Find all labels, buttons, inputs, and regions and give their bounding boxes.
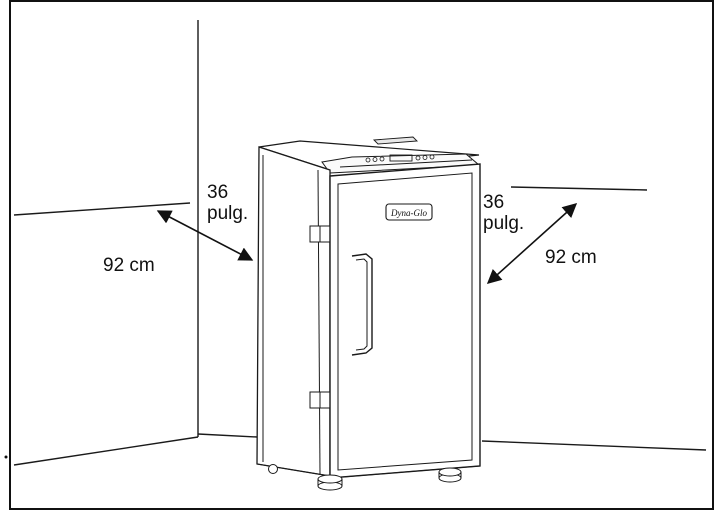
- door-handle: [351, 253, 373, 356]
- product-logo: Dyna-Glo: [390, 208, 427, 218]
- figure-frame: [9, 0, 714, 510]
- frame-marker-dot: [4, 455, 8, 459]
- smoker-cabinet: [256, 136, 481, 491]
- left-clearance-inches: 36: [207, 182, 228, 203]
- left-clearance-metric: 92 cm: [103, 255, 155, 276]
- right-clearance-inches: 36: [483, 192, 504, 213]
- right-clearance-unit: pulg.: [483, 213, 524, 234]
- digital-display: [389, 154, 413, 162]
- panel-buttons: [365, 154, 435, 163]
- right-clearance-metric: 92 cm: [545, 247, 597, 268]
- left-clearance-unit: pulg.: [207, 203, 248, 224]
- logo-plate: [385, 203, 433, 221]
- left-clearance-arrow: [156, 210, 254, 261]
- right-clearance-arrow: [486, 203, 578, 284]
- cabinet-feet: [268, 464, 462, 491]
